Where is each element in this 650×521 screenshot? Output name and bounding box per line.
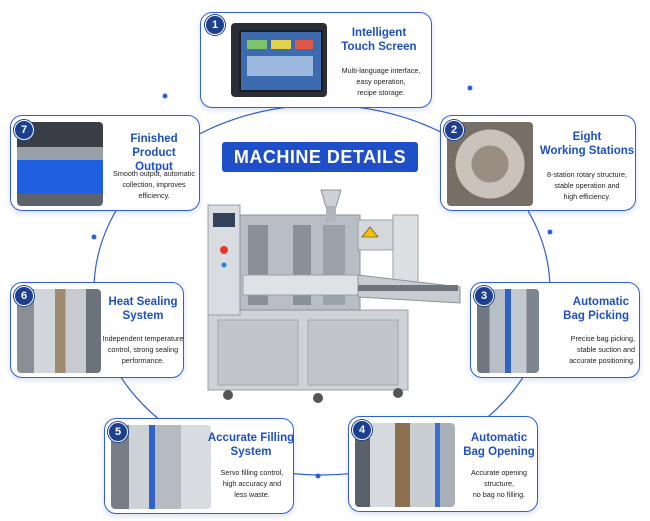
feature-title: Finished Product Output — [130, 133, 178, 173]
feature-description: Independent temperature control, strong … — [102, 334, 184, 365]
feature-description: Precise bag picking, stable suction and … — [569, 334, 635, 365]
feature-description: 8-station rotary structure, stable opera… — [547, 170, 627, 201]
feature-card-bag-opening: Automatic Bag Opening Accurate opening s… — [348, 416, 538, 512]
feature-title: Accurate Filling System — [207, 432, 295, 458]
step-badge: 3 — [474, 286, 494, 306]
step-badge: 2 — [444, 120, 464, 140]
touch-screen-photo — [231, 23, 327, 97]
feature-card-working-stations: Eight Working Stations 8-station rotary … — [440, 115, 636, 211]
step-badge: 4 — [352, 420, 372, 440]
page-title: MACHINE DETAILS — [222, 142, 418, 172]
feature-description: Accurate opening structure, no bag no fi… — [471, 468, 527, 499]
feature-title: Automatic Bag Picking — [563, 296, 629, 322]
step-badge: 7 — [14, 120, 34, 140]
feature-title: Heat Sealing System — [108, 296, 178, 322]
feature-card-heat-sealing: Heat Sealing System Independent temperat… — [10, 282, 184, 378]
feature-description: Multi-language interface, easy operation… — [341, 66, 421, 97]
feature-description: Servo filling control, high accuracy and… — [220, 468, 284, 499]
filling-system-photo — [111, 425, 211, 509]
bag-opening-photo — [355, 423, 455, 507]
feature-card-product-output: Finished Product Output Smooth output, a… — [10, 115, 200, 211]
feature-card-touch-screen: Intelligent Touch Screen Multi-language … — [200, 12, 432, 108]
step-badge: 1 — [205, 15, 225, 35]
step-badge: 5 — [108, 422, 128, 442]
feature-card-filling-system: Accurate Filling System Servo filling co… — [104, 418, 294, 514]
feature-card-bag-picking: Automatic Bag Picking Precise bag pickin… — [470, 282, 640, 378]
packing-machine-illustration — [207, 189, 461, 403]
feature-title: Automatic Bag Opening — [463, 432, 535, 458]
step-badge: 6 — [14, 286, 34, 306]
feature-description: Smooth output, automatic collection, imp… — [113, 169, 195, 200]
feature-title: Intelligent Touch Screen — [341, 27, 417, 53]
feature-title: Eight Working Stations — [539, 131, 635, 157]
